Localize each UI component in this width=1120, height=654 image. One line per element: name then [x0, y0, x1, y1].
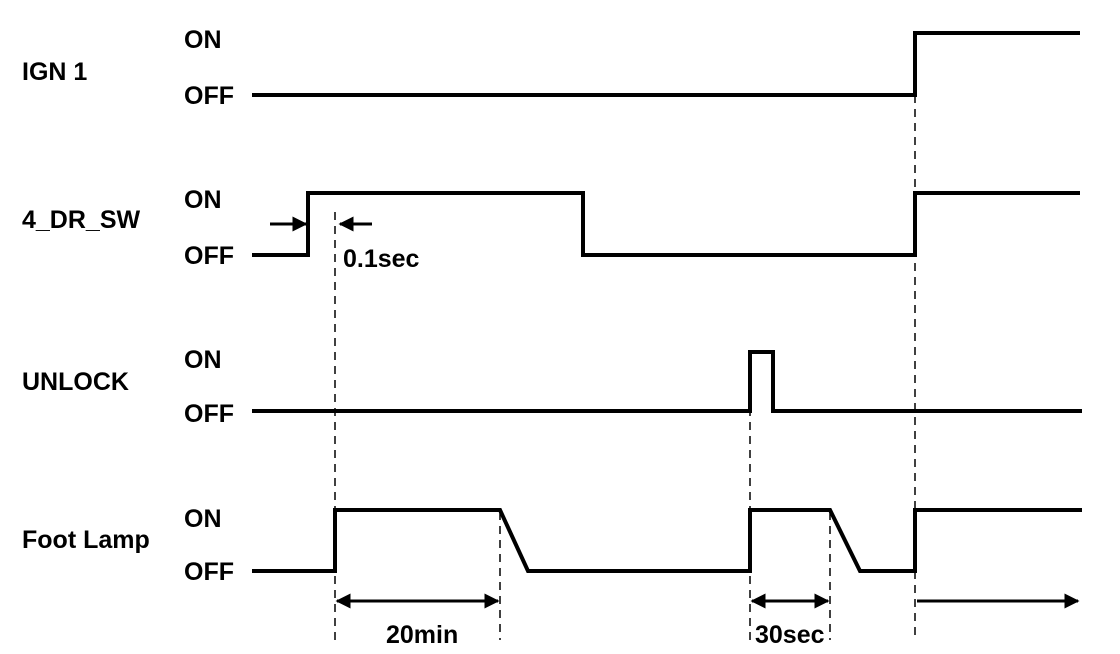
dr-sw-waveform	[252, 191, 1080, 257]
signal-label-foot-lamp: Foot Lamp	[22, 526, 150, 554]
duration-label-30sec: 30sec	[755, 621, 825, 649]
foot-lamp-waveform	[252, 508, 1082, 573]
signal-label-4-dr-sw: 4_DR_SW	[22, 206, 140, 234]
signal-label-unlock: UNLOCK	[22, 368, 129, 396]
signal-label-ign1: IGN 1	[22, 58, 87, 86]
unlock-waveform	[252, 350, 1082, 413]
ign1-off-label: OFF	[184, 82, 234, 110]
foot-lamp-on-label: ON	[184, 505, 222, 533]
ign1-waveform	[252, 31, 1080, 97]
unlock-off-label: OFF	[184, 400, 234, 428]
ign1-on-label: ON	[184, 26, 222, 54]
delay-label: 0.1sec	[343, 245, 420, 273]
duration-label-20min: 20min	[386, 621, 458, 649]
dr-sw-off-label: OFF	[184, 242, 234, 270]
dr-sw-on-label: ON	[184, 186, 222, 214]
foot-lamp-off-label: OFF	[184, 558, 234, 586]
unlock-on-label: ON	[184, 346, 222, 374]
